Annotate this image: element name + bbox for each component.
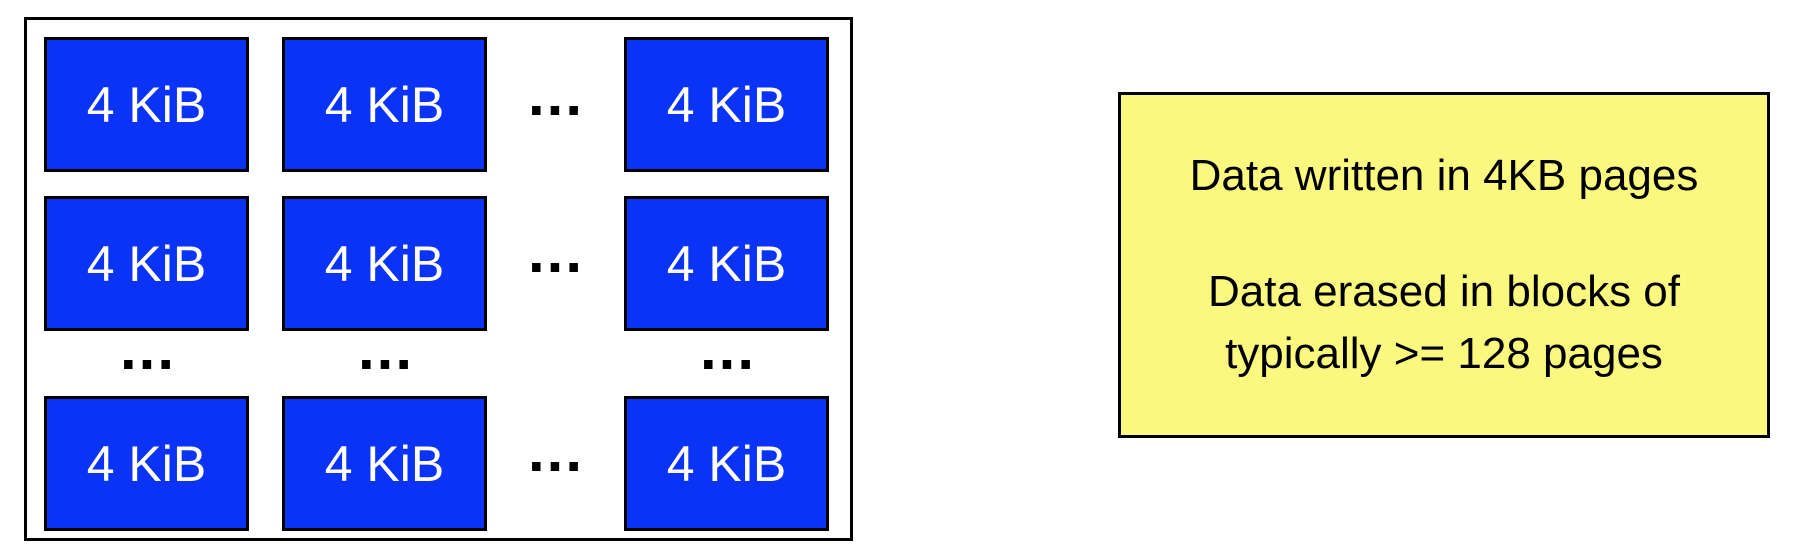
explanation-note: Data written in 4KB pages Data erased in… bbox=[1118, 92, 1770, 438]
ellipsis-text: ... bbox=[357, 315, 414, 382]
page-cell: 4 KiB bbox=[624, 396, 829, 531]
page-cell: 4 KiB bbox=[282, 196, 487, 331]
page-cell: 4 KiB bbox=[44, 396, 249, 531]
note-write-line: Data written in 4KB pages bbox=[1189, 151, 1699, 200]
page-cell: 4 KiB bbox=[624, 37, 829, 172]
note-erase-line: Data erased in blocks of bbox=[1207, 267, 1681, 316]
erase-block bbox=[24, 17, 853, 541]
row-ellipsis: ... bbox=[108, 319, 188, 393]
page-cell: 4 KiB bbox=[44, 196, 249, 331]
row-ellipsis: ... bbox=[688, 319, 768, 393]
ellipsis-text: ... bbox=[699, 315, 756, 382]
ellipsis-text: ... bbox=[119, 315, 176, 382]
note-erase-line-cont: typically >= 128 pages bbox=[1225, 329, 1663, 378]
ellipsis-text: ... bbox=[527, 61, 584, 128]
page-cell: 4 KiB bbox=[282, 396, 487, 531]
ellipsis-text: ... bbox=[527, 417, 584, 484]
horizontal-ellipsis: ... bbox=[516, 421, 596, 495]
horizontal-ellipsis: ... bbox=[516, 222, 596, 296]
horizontal-ellipsis: ... bbox=[516, 65, 596, 139]
page-cell: 4 KiB bbox=[44, 37, 249, 172]
page-cell: 4 KiB bbox=[624, 196, 829, 331]
ellipsis-text: ... bbox=[527, 218, 584, 285]
page-cell: 4 KiB bbox=[282, 37, 487, 172]
row-ellipsis: ... bbox=[346, 319, 426, 393]
